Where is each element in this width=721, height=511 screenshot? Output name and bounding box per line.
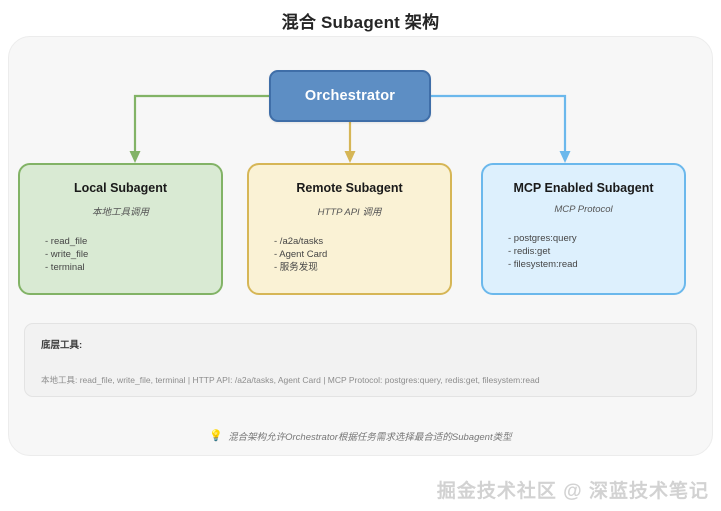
mcp-subagent-tool-list: - postgres:query - redis:get - filesyste…: [483, 232, 684, 271]
mcp-subagent-title: MCP Enabled Subagent: [513, 181, 654, 195]
list-item: - write_file: [45, 249, 89, 260]
list-item: - 服务发现: [274, 262, 318, 273]
mcp-subagent-card[interactable]: MCP Enabled Subagent MCP Protocol - post…: [481, 163, 686, 295]
lightbulb-icon: 💡: [209, 429, 224, 442]
list-item: - postgres:query: [508, 233, 577, 244]
list-item: - terminal: [45, 262, 85, 273]
list-item: - redis:get: [508, 246, 551, 257]
orchestrator-node[interactable]: Orchestrator: [269, 70, 431, 122]
list-item: - read_file: [45, 236, 88, 247]
remote-subagent-subtitle: HTTP API 调用: [317, 207, 382, 218]
remote-subagent-card[interactable]: Remote Subagent HTTP API 调用 - /a2a/tasks…: [247, 163, 452, 295]
list-item: - /a2a/tasks: [274, 236, 324, 247]
underlying-tools-panel: 底层工具: 本地工具: read_file, write_file, termi…: [24, 323, 697, 397]
local-subagent-title: Local Subagent: [73, 181, 168, 195]
footnote-text: 混合架构允许Orchestrator根据任务需求选择最合适的Subagent类型: [228, 432, 512, 443]
remote-subagent-title: Remote Subagent: [296, 181, 403, 195]
list-item: - Agent Card: [274, 249, 328, 260]
underlying-tools-heading: 底层工具:: [41, 340, 83, 351]
local-subagent-subtitle: 本地工具调用: [91, 207, 149, 218]
page-title: 混合 Subagent 架构: [281, 13, 440, 32]
mcp-subagent-subtitle: MCP Protocol: [554, 204, 613, 215]
underlying-tools-detail: 本地工具: read_file, write_file, terminal | …: [41, 375, 540, 385]
watermark: 掘金技术社区 @ 深蓝技术笔记: [436, 481, 709, 502]
list-item: - filesystem:read: [508, 259, 578, 270]
local-subagent-card[interactable]: Local Subagent 本地工具调用 - read_file - writ…: [18, 163, 223, 295]
orchestrator-label: Orchestrator: [304, 88, 396, 104]
remote-subagent-tool-list: - /a2a/tasks - Agent Card - 服务发现: [249, 235, 450, 274]
footnote: 💡 混合架构允许Orchestrator根据任务需求选择最合适的Subagent…: [0, 429, 721, 443]
local-subagent-tool-list: - read_file - write_file - terminal: [20, 235, 221, 274]
